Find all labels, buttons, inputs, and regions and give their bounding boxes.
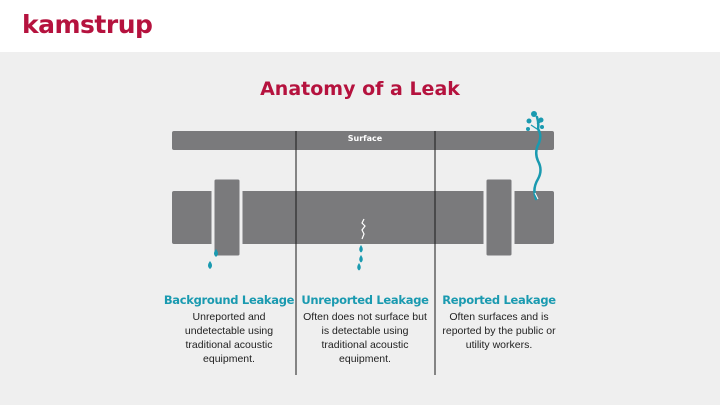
column-heading: Reported Leakage (442, 293, 556, 307)
column-description: Often does not surface but is detectable… (303, 311, 427, 365)
column-unreported-leakage: Unreported Leakage Often does not surfac… (299, 293, 431, 366)
background-leak-drops-icon (208, 249, 218, 269)
pipe-coupling-left (211, 176, 243, 259)
column-description: Unreported and undetectable using tradit… (184, 311, 274, 365)
column-heading: Background Leakage (163, 293, 295, 307)
column-background-leakage: Background Leakage Unreported and undete… (163, 293, 295, 366)
surface-label: Surface (347, 134, 383, 143)
column-description: Often surfaces and is reported by the pu… (442, 311, 556, 351)
unreported-leak-crack-icon (357, 218, 366, 271)
slide-title: Anatomy of a Leak (260, 78, 460, 100)
water-pipe (172, 191, 554, 244)
column-reported-leakage: Reported Leakage Often surfaces and is r… (433, 293, 565, 352)
surface-band (172, 131, 554, 150)
kamstrup-logo: kamstrup (22, 10, 153, 39)
pipe-coupling-right (483, 176, 515, 259)
column-heading: Unreported Leakage (301, 293, 429, 307)
reported-leak-stream-icon (526, 111, 544, 201)
header-bar: kamstrup (0, 0, 720, 52)
